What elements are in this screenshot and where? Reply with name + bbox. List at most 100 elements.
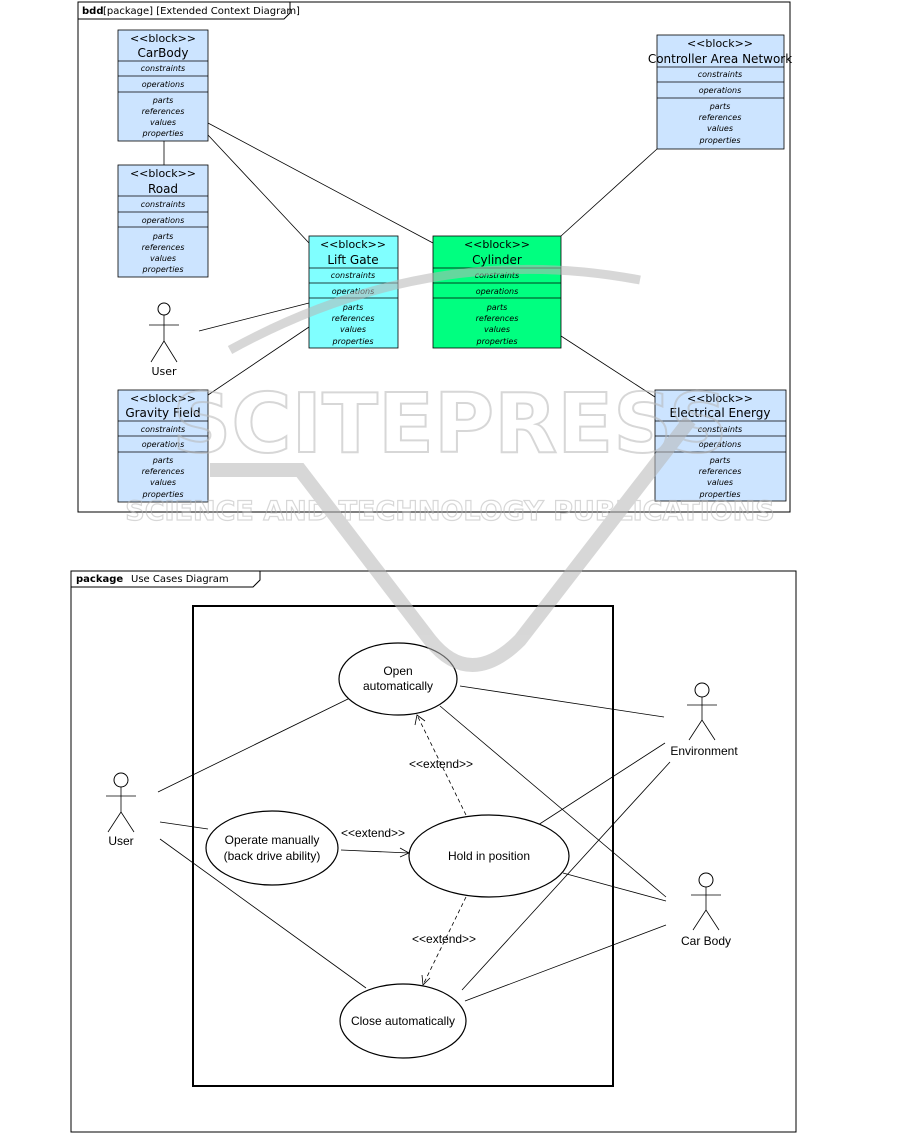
compartment-values: values — [707, 124, 733, 133]
block-carbody[interactable]: <<block>> CarBody constraints operations… — [117, 29, 209, 142]
compartment-constraints: constraints — [141, 200, 185, 209]
watermark-main: SCITEPRESS — [172, 377, 727, 472]
compartment-operations: operations — [699, 86, 742, 95]
usecase-label: automatically — [363, 679, 433, 693]
assoc-close-carbody — [464, 924, 667, 1002]
compartment-operations: operations — [699, 440, 742, 449]
stick-figure-icon — [106, 772, 136, 833]
block-stereotype: <<block>> — [320, 238, 386, 251]
assoc-cylinder-can — [560, 148, 658, 237]
stick-figure-icon — [149, 302, 179, 363]
stick-figure-icon — [687, 682, 717, 741]
compartment-operations: operations — [142, 80, 185, 89]
usecase-tab-title: Use Cases Diagram — [131, 574, 229, 585]
compartment-parts: parts — [152, 232, 174, 241]
usecase-frame-tab — [71, 571, 261, 588]
compartment-constraints: constraints — [698, 425, 742, 434]
extend-hold-to-open: <<extend>> — [409, 714, 473, 816]
assoc-user-close — [159, 838, 367, 989]
block-name: CarBody — [138, 46, 189, 60]
extend-label: <<extend>> — [341, 826, 405, 840]
compartment-parts: parts — [486, 303, 508, 312]
actor-user-bdd[interactable]: User — [149, 302, 179, 378]
extend-label: <<extend>> — [412, 932, 476, 946]
actor-environment[interactable]: Environment — [670, 682, 738, 758]
block-cylinder[interactable]: <<block>> Cylinder constraints operation… — [432, 235, 562, 349]
assoc-close-environment — [461, 761, 671, 991]
assoc-open-carbody — [439, 705, 667, 898]
compartment-properties: properties — [476, 337, 518, 346]
compartment-parts: parts — [709, 456, 731, 465]
assoc-hold-carbody — [562, 872, 667, 902]
usecase-frame — [70, 570, 797, 1133]
compartment-values: values — [340, 325, 366, 334]
compartment-properties: properties — [142, 490, 184, 499]
block-stereotype: <<block>> — [130, 167, 196, 180]
usecase-operate-manually[interactable]: Operate manually (back drive ability) — [205, 810, 339, 886]
assoc-carbody-liftgate — [207, 134, 310, 244]
assoc-user-open — [157, 697, 351, 793]
compartment-references: references — [142, 467, 185, 476]
assoc-user-operate — [159, 821, 209, 830]
compartment-parts: parts — [342, 303, 364, 312]
compartment-operations: operations — [142, 216, 185, 225]
compartment-constraints: constraints — [141, 64, 185, 73]
block-controller-area-network[interactable]: <<block>> Controller Area Network constr… — [648, 34, 792, 150]
block-name: Controller Area Network — [648, 52, 792, 66]
block-stereotype: <<block>> — [687, 37, 753, 50]
block-name: Lift Gate — [327, 253, 378, 267]
block-gravity-field[interactable]: <<block>> Gravity Field constraints oper… — [117, 389, 209, 503]
compartment-operations: operations — [142, 440, 185, 449]
compartment-values: values — [484, 325, 510, 334]
compartment-parts: parts — [152, 96, 174, 105]
usecase-label: Close automatically — [351, 1014, 455, 1028]
usecase-label: Hold in position — [448, 849, 530, 863]
block-stereotype: <<block>> — [464, 238, 530, 251]
bdd-tab-title: [package] [Extended Context Diagram] — [103, 6, 300, 17]
actor-user[interactable]: User — [106, 772, 136, 848]
actor-label: Car Body — [681, 934, 731, 948]
extend-operate-to-hold: <<extend>> — [340, 826, 410, 858]
compartment-constraints: constraints — [475, 271, 519, 280]
usecase-close-automatically[interactable]: Close automatically — [339, 983, 467, 1059]
compartment-properties: properties — [142, 129, 184, 138]
compartment-references: references — [699, 467, 742, 476]
compartment-values: values — [707, 478, 733, 487]
compartment-values: values — [150, 254, 176, 263]
compartment-parts: parts — [152, 456, 174, 465]
bdd-frame — [77, 1, 791, 513]
assoc-user-liftgate — [198, 302, 310, 332]
assoc-carbody-cylinder — [207, 122, 434, 244]
assoc-gravity-liftgate — [207, 326, 310, 396]
actor-car-body[interactable]: Car Body — [681, 872, 731, 948]
compartment-operations: operations — [476, 287, 519, 296]
compartment-constraints: constraints — [698, 70, 742, 79]
compartment-parts: parts — [709, 102, 731, 111]
compartment-properties: properties — [332, 337, 374, 346]
block-name: Road — [148, 182, 178, 196]
bdd-tab-keyword: bdd — [82, 6, 103, 17]
block-name: Gravity Field — [125, 406, 200, 420]
block-stereotype: <<block>> — [687, 392, 753, 405]
block-stereotype: <<block>> — [130, 32, 196, 45]
compartment-constraints: constraints — [141, 425, 185, 434]
usecase-open-automatically[interactable]: Open automatically — [338, 642, 458, 716]
usecase-label: Operate manually — [225, 833, 320, 847]
compartment-properties: properties — [699, 136, 741, 145]
actor-label: Environment — [670, 744, 738, 758]
block-name: Cylinder — [472, 253, 522, 267]
compartment-operations: operations — [332, 287, 375, 296]
compartment-properties: properties — [142, 265, 184, 274]
usecase-label: (back drive ability) — [224, 849, 321, 863]
usecase-label: Open — [383, 664, 412, 678]
compartment-values: values — [150, 118, 176, 127]
usecase-hold-in-position[interactable]: Hold in position — [408, 814, 570, 898]
compartment-references: references — [699, 113, 742, 122]
assoc-cylinder-energy — [560, 335, 656, 398]
extend-label: <<extend>> — [409, 757, 473, 771]
compartment-constraints: constraints — [331, 271, 375, 280]
actor-label: User — [151, 365, 177, 378]
watermark: SCITEPRESS SCIENCE AND TECHNOLOGY PUBLIC… — [125, 264, 775, 672]
block-road[interactable]: <<block>> Road constraints operations pa… — [117, 164, 209, 278]
